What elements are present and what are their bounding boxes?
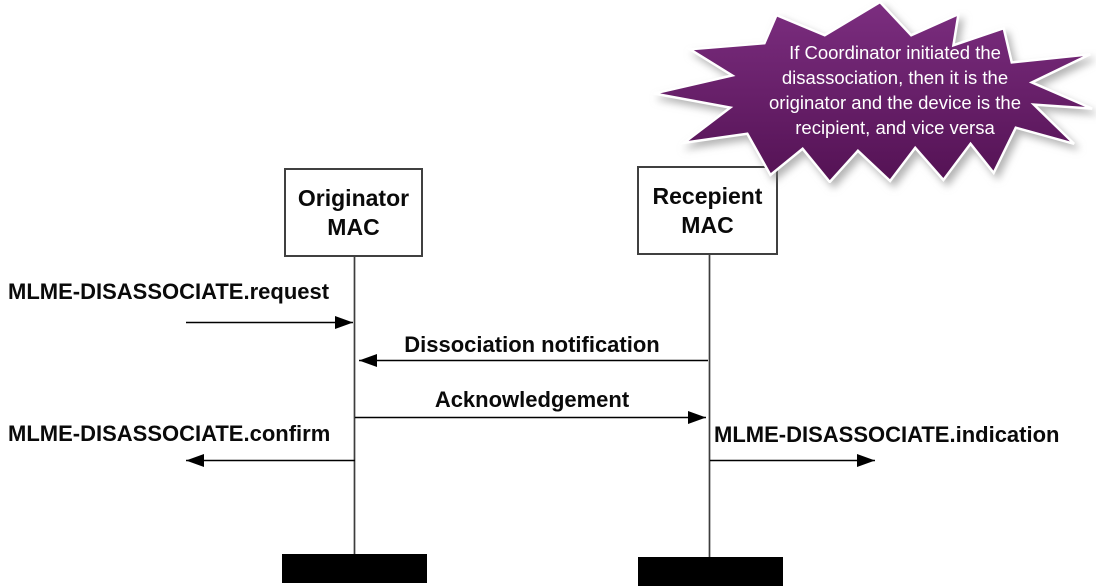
originator-mac-box: Originator MAC: [284, 168, 423, 257]
recipient-mac-box: Recepient MAC: [637, 166, 778, 255]
originator-termination-bar: [282, 554, 427, 583]
originator-mac-label: Originator MAC: [297, 184, 410, 240]
callout-line: originator and the device is the: [769, 92, 1021, 113]
callout-note: If Coordinator initiated the disassociat…: [705, 40, 1085, 140]
callout-line: If Coordinator initiated the: [789, 42, 1001, 63]
callout-line: recipient, and vice versa: [795, 117, 995, 138]
notification-label: Dissociation notification: [404, 332, 660, 357]
callout-burst: [653, 0, 1093, 183]
request-label: MLME-DISASSOCIATE.request: [8, 279, 330, 304]
recipient-mac-label: Recepient MAC: [652, 182, 763, 238]
confirm-label: MLME-DISASSOCIATE.confirm: [8, 421, 331, 446]
burst-shape: [653, 0, 1093, 183]
indication-label: MLME-DISASSOCIATE.indication: [714, 422, 1060, 447]
ack-label: Acknowledgement: [434, 387, 630, 412]
callout-line: disassociation, then it is the: [781, 67, 1009, 88]
recipient-termination-bar: [638, 557, 783, 586]
